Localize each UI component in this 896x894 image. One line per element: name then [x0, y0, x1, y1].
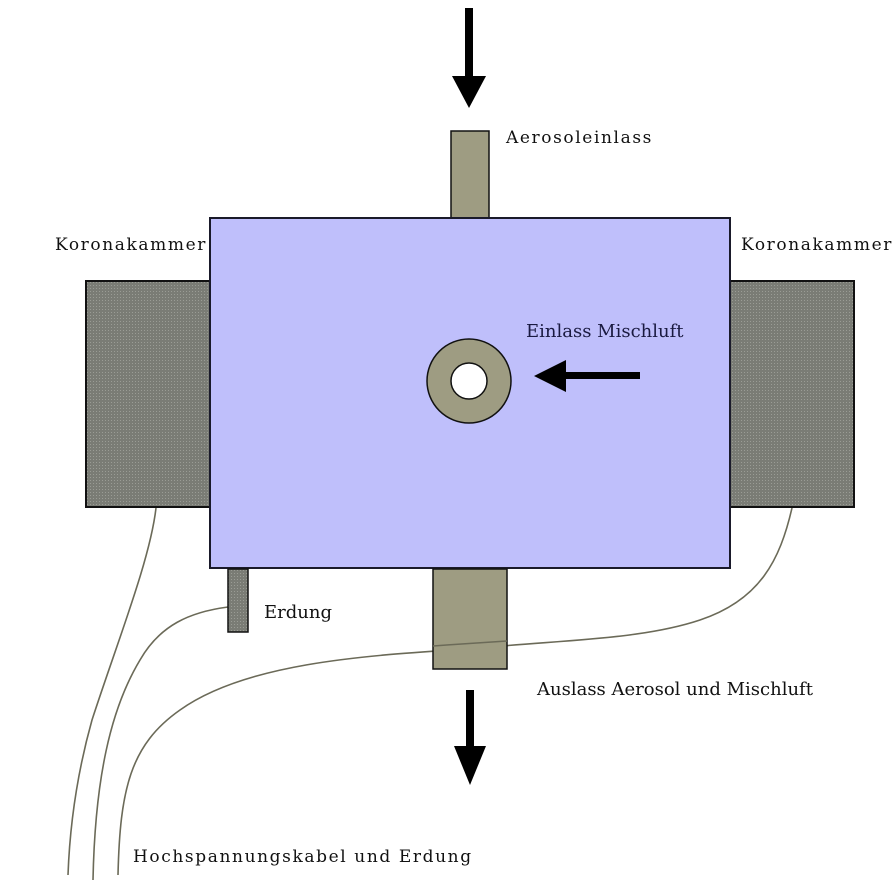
- corona-chamber-right: [727, 280, 855, 508]
- outflow-arrow-icon: [454, 690, 486, 785]
- grounding-electrode: [227, 568, 249, 633]
- mixing-air-arrow-icon: [534, 360, 640, 392]
- corona-chamber-left: [85, 280, 213, 508]
- aerosol-inlet-pipe: [450, 130, 490, 222]
- inflow-arrow-icon: [452, 8, 486, 108]
- corona-chamber-left-label: Koronakammer: [55, 235, 207, 255]
- cable-right-corona-over-pipe: [432, 640, 508, 647]
- mixing-air-inlet-hole: [450, 362, 488, 400]
- outlet-label: Auslass Aerosol und Mischluft: [537, 679, 813, 700]
- cable-grounding: [92, 606, 229, 881]
- corona-chamber-right-label: Koronakammer: [741, 235, 893, 255]
- cable-left-corona: [67, 507, 157, 876]
- aerosol-inlet-label: Aerosoleinlass: [506, 128, 653, 148]
- cables-label: Hochspannungskabel und Erdung: [133, 847, 473, 867]
- grounding-label: Erdung: [264, 602, 332, 623]
- outlet-pipe: [432, 568, 508, 670]
- mixing-air-inlet-label: Einlass Mischluft: [526, 321, 684, 342]
